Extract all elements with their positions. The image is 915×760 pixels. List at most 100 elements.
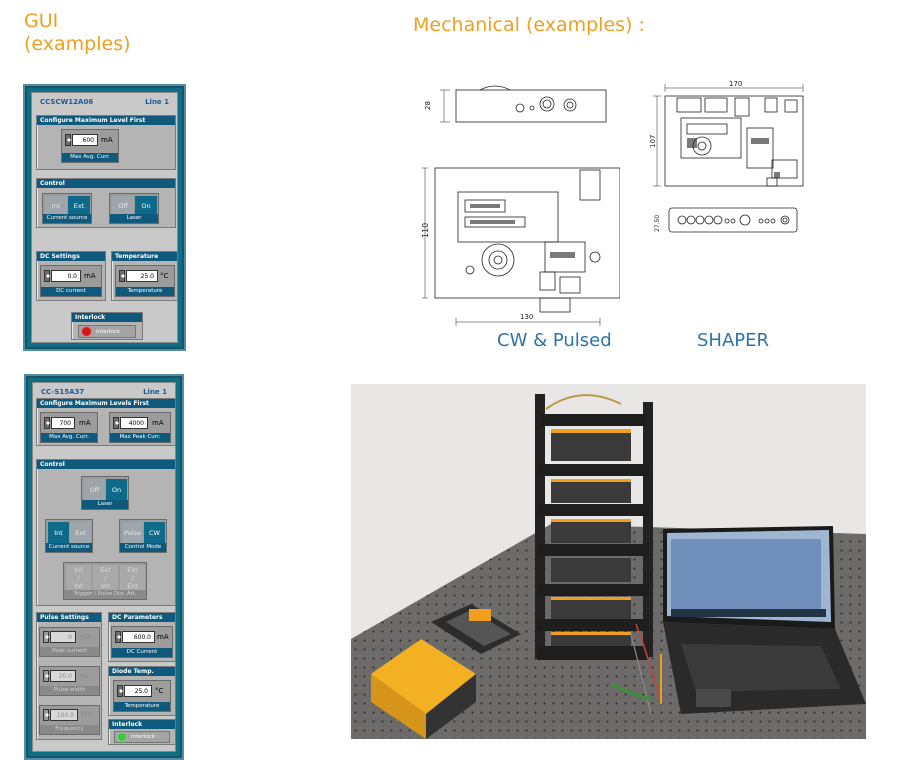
control-label: Temperature — [116, 287, 174, 296]
spinner-icon[interactable] — [44, 417, 50, 429]
max-peak-current-input[interactable]: 4000 — [120, 417, 148, 429]
control-label: DC current — [41, 287, 101, 296]
pulse-width-input[interactable]: 20.0 — [50, 670, 76, 682]
current-source-control: Int Ext Current source — [45, 519, 93, 553]
configure-header: Configure Maximum Levels First — [37, 399, 175, 408]
cw-width-dim: 130 — [520, 313, 533, 321]
unit-label: mA — [79, 419, 91, 427]
unit-label: °C — [160, 272, 169, 280]
cw-height-dim: 28 — [424, 101, 432, 110]
max-avg-current-input[interactable]: 600 — [72, 134, 98, 146]
spinner-icon[interactable] — [43, 709, 49, 721]
cw-depth-dim: 110 — [421, 223, 430, 238]
control-group: Control Int Ext Current source Off On La… — [36, 178, 176, 228]
line-label: Line 1 — [145, 98, 169, 106]
control-label: Control Mode — [120, 543, 166, 552]
frequency-input[interactable]: 100.0 — [50, 709, 78, 721]
trigger-ext-ext-button[interactable]: Ext / Ext — [120, 565, 145, 591]
cw-button[interactable]: CW — [144, 522, 165, 543]
spinner-icon[interactable] — [119, 270, 125, 282]
spinner-icon[interactable] — [117, 685, 123, 697]
control-label: Laser — [82, 500, 128, 509]
unit-label: mA — [101, 136, 113, 144]
laser-control: Off On Laser — [81, 476, 129, 510]
cw-pulsed-drawing: 28 110 130 — [421, 85, 620, 326]
temperature-control: 25.0 °C Temperature — [115, 265, 175, 297]
temperature-header: Temperature — [112, 252, 177, 261]
unit-label: °C — [155, 687, 164, 695]
pulse-button[interactable]: Pulse — [122, 522, 143, 543]
diode-temperature-input[interactable]: 25.0 — [124, 685, 152, 697]
diode-temp-header: Diode Temp. — [109, 667, 175, 676]
laser-off-button[interactable]: Off — [112, 196, 134, 215]
device-name: CCSCW12A06 — [40, 98, 94, 106]
max-avg-current-input[interactable]: 700 — [51, 417, 75, 429]
control-label: Max Peak Curr. — [110, 433, 170, 442]
spinner-icon[interactable] — [44, 270, 50, 282]
int-button[interactable]: Int — [45, 196, 67, 215]
ext-button[interactable]: Ext — [68, 196, 90, 215]
pulse-width-control: 20.0 ns Pulse width — [39, 666, 100, 696]
diode-temp-group: Diode Temp. 25.0 °C Temperature — [108, 666, 176, 716]
dc-current-input[interactable]: 600.0 — [122, 631, 155, 643]
dc-parameters-header: DC Parameters — [109, 613, 175, 622]
driver-board-image — [431, 604, 521, 654]
shaper-front-outline — [668, 207, 798, 233]
interlock-indicator: Interlock — [114, 731, 170, 743]
dc-parameters-group: DC Parameters 600.0 mA DC Current — [108, 612, 176, 662]
peak-current-input[interactable]: 0 — [50, 631, 76, 643]
temperature-group: Temperature 25.0 °C Temperature — [111, 251, 178, 301]
trigger-ext-int-button[interactable]: Ext / Int — [93, 565, 118, 591]
spinner-icon[interactable] — [115, 631, 121, 643]
unit-label: kHz — [81, 711, 93, 718]
control-label: Trigger / Pulse Dur. Att. — [64, 590, 146, 599]
control-label: Peak current — [40, 647, 99, 656]
frequency-control: 100.0 kHz Frequency — [39, 705, 100, 735]
max-peak-current-control: 4000 mA Max Peak Curr. — [109, 412, 171, 443]
shaper-width-dim: 170 — [729, 80, 742, 88]
gui-heading: GUI (examples) — [24, 10, 131, 55]
dc-current-input[interactable]: 0.0 — [51, 270, 81, 282]
gui-panel-cw: CCSCW12A06 Line 1 Configure Maximum Leve… — [23, 84, 186, 351]
control-header: Control — [37, 460, 175, 469]
control-label: Max Avg. Curr. — [41, 433, 97, 442]
laser-on-button[interactable]: On — [135, 196, 157, 215]
laser-off-button[interactable]: Off — [84, 479, 105, 500]
spinner-icon[interactable] — [43, 670, 49, 682]
max-avg-current-control: 700 mA Max Avg. Curr. — [40, 412, 98, 443]
laser-control: Off On Laser — [109, 193, 159, 224]
unit-label: mA — [84, 272, 96, 280]
pulse-settings-header: Pulse Settings — [37, 613, 101, 622]
red-led-icon — [82, 327, 91, 336]
configure-header: Configure Maximum Level First — [37, 116, 175, 125]
configure-group: Configure Maximum Levels First 700 mA Ma… — [36, 398, 176, 446]
interlock-header: Interlock — [72, 313, 142, 322]
laser-on-button[interactable]: On — [106, 479, 127, 500]
driver-stack-image — [535, 394, 653, 660]
trigger-int-int-button[interactable]: Int / Int — [66, 565, 91, 591]
device-name: CC-S15A37 — [41, 388, 85, 396]
dc-current-control: 0.0 mA DC current — [40, 265, 102, 297]
dc-settings-group: DC Settings 0.0 mA DC current — [36, 251, 106, 301]
int-button[interactable]: Int — [48, 522, 69, 543]
cw-pulsed-caption: CW & Pulsed — [497, 330, 612, 351]
current-source-control: Int Ext Current source — [42, 193, 92, 224]
shaper-box-image — [371, 639, 476, 739]
gui-panel-pulsed: CC-S15A37 Line 1 Configure Maximum Level… — [24, 374, 184, 760]
control-label: Current source — [46, 543, 92, 552]
peak-current-control: 0 mA Peak current — [39, 627, 100, 657]
interlock-header: Interlock — [109, 720, 175, 729]
interlock-indicator: Interlock — [78, 325, 136, 338]
spinner-icon[interactable] — [43, 631, 49, 643]
shaper-thickness-dim: 27.50 — [654, 215, 661, 232]
max-avg-current-control: 600 mA Max Avg. Curr. — [61, 129, 119, 163]
spinner-icon[interactable] — [113, 417, 119, 429]
dc-current-control: 600.0 mA DC Current — [111, 626, 173, 658]
ext-button[interactable]: Ext — [70, 522, 91, 543]
line-label: Line 1 — [143, 388, 167, 396]
spinner-icon[interactable] — [65, 134, 71, 146]
shaper-height-dim: 107 — [649, 135, 657, 148]
control-header: Control — [37, 179, 175, 188]
top-view-outline — [434, 167, 620, 299]
temperature-input[interactable]: 25.0 — [126, 270, 158, 282]
